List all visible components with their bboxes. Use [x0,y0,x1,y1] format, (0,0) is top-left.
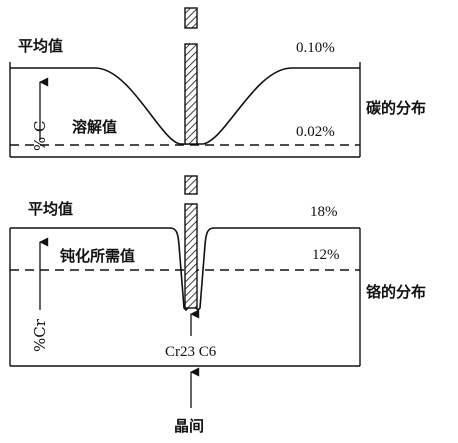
carbide-label: Cr23 C6 [165,344,217,360]
grain-boundary-chromium-core [184,203,198,309]
chromium-axis-label: %Cr [31,318,49,352]
carbon-dissolution-label: 溶解值 [72,118,117,136]
grain-boundary-carbon-core [184,43,198,145]
chromium-average-value: 18% [310,204,338,220]
carbon-axis-label: % C [31,121,49,152]
carbon-distribution-label: 碳的分布 [366,99,426,117]
chromium-concentration-curve [10,227,190,312]
chromium-average-label: 平均值 [28,200,73,218]
grain-boundary-chromium-top [184,175,198,195]
carbon-average-value: 0.10% [296,40,335,56]
carbon-dissolution-value: 0.02% [296,124,335,140]
chromium-distribution-label: 铬的分布 [366,283,426,301]
chromium-concentration-curve-right [194,227,360,312]
carbon-panel: % C 平均值 溶解值 0.10% 0.02% 碳的分布 [9,7,426,158]
grain-boundary-label: 晶间 [174,417,204,435]
chromium-passivation-label: 钝化所需值 [60,247,135,265]
grain-boundary-carbon-top [184,7,198,29]
carbon-average-label: 平均值 [18,37,63,55]
chromium-panel: %Cr 平均值 钝化所需值 18% 12% 铬的分布 Cr23 C6 [9,175,426,367]
chromium-passivation-value: 12% [312,247,340,263]
